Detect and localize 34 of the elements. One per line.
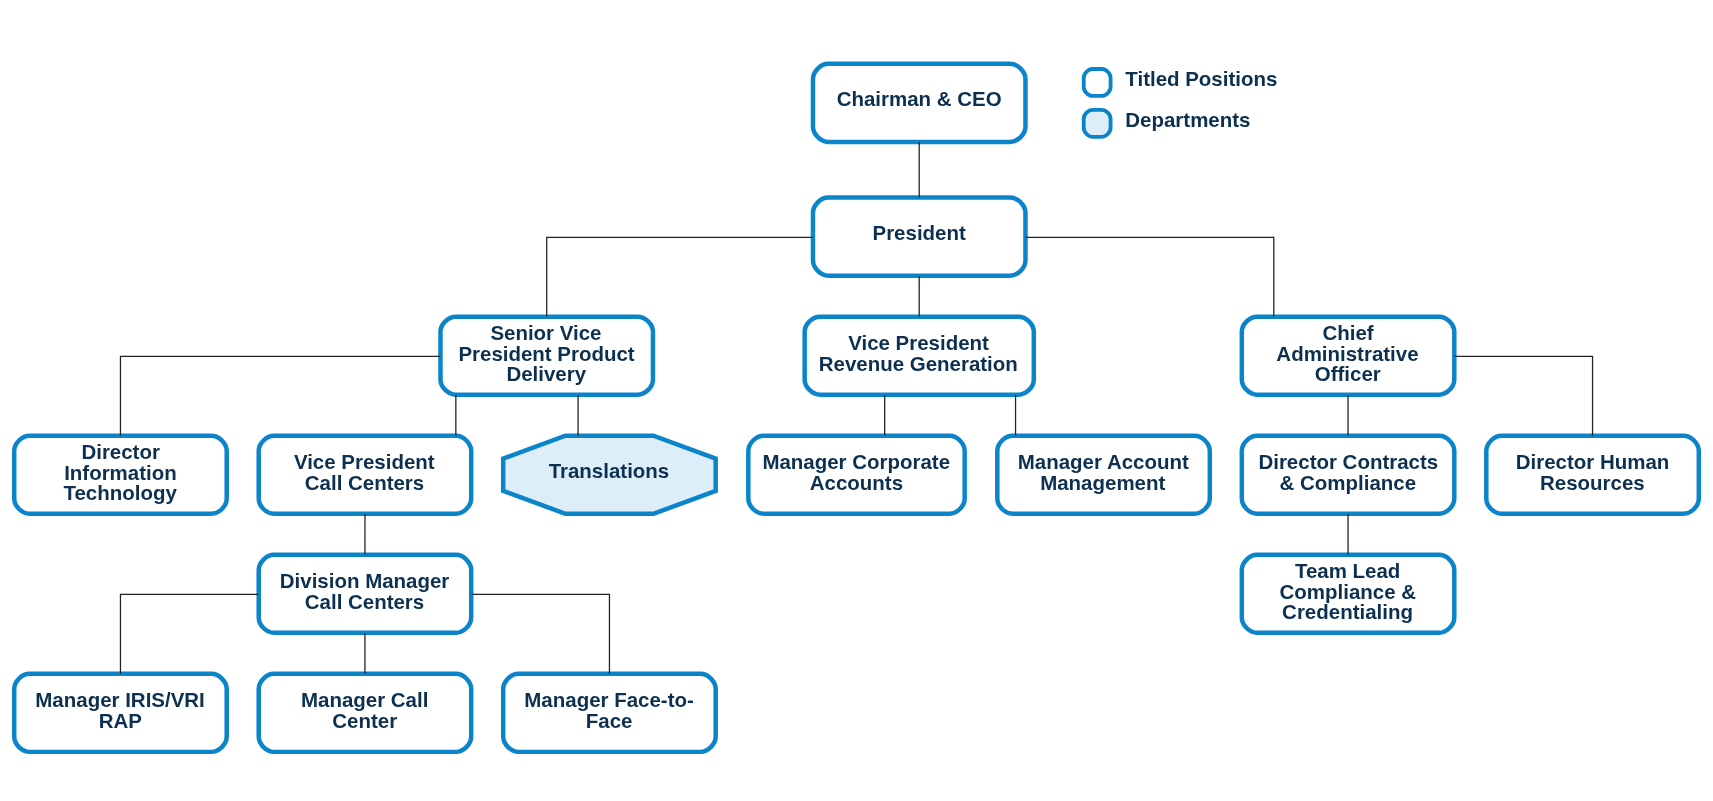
node-box: Vice President Revenue Generation — [802, 314, 1037, 397]
node-box: Director Contracts & Compliance — [1239, 433, 1457, 517]
connector — [1347, 394, 1349, 437]
node-box: Chief Administrative Officer — [1239, 314, 1457, 397]
node-box: Director Information Technology — [11, 433, 229, 517]
node-box: Manager Corporate Accounts — [746, 433, 967, 517]
node-box: Manager Account Management — [995, 433, 1213, 517]
connector — [577, 394, 579, 437]
connector — [470, 593, 611, 675]
connector — [455, 394, 457, 437]
connector — [119, 355, 441, 437]
connector — [884, 394, 886, 437]
connector — [1453, 355, 1594, 437]
connector — [119, 593, 260, 675]
connector — [1014, 394, 1017, 437]
node-box: Division Manager Call Centers — [256, 552, 474, 636]
connector — [364, 632, 366, 675]
node-box: Director Human Resources — [1484, 433, 1702, 517]
connector — [918, 275, 920, 318]
connector — [1347, 513, 1349, 556]
node-box: Chairman & CEO — [810, 61, 1028, 145]
connector — [546, 236, 814, 318]
node-box: President — [810, 195, 1028, 278]
legend-label: Titled Positions — [1125, 66, 1278, 90]
node-box: Manager Call Center — [256, 671, 474, 755]
node-box: Manager Face-to-Face — [500, 671, 718, 755]
connector — [918, 141, 920, 198]
connector — [1024, 236, 1275, 318]
node-box: Team Lead Compliance & Credentialing — [1239, 552, 1457, 636]
node-box: Manager IRIS/VRI RAP — [11, 671, 229, 755]
node-box: Vice President Call Centers — [256, 433, 474, 517]
connector — [364, 513, 366, 556]
node-box: Senior Vice President Product Delivery — [438, 314, 656, 397]
legend-label: Departments — [1125, 107, 1251, 131]
